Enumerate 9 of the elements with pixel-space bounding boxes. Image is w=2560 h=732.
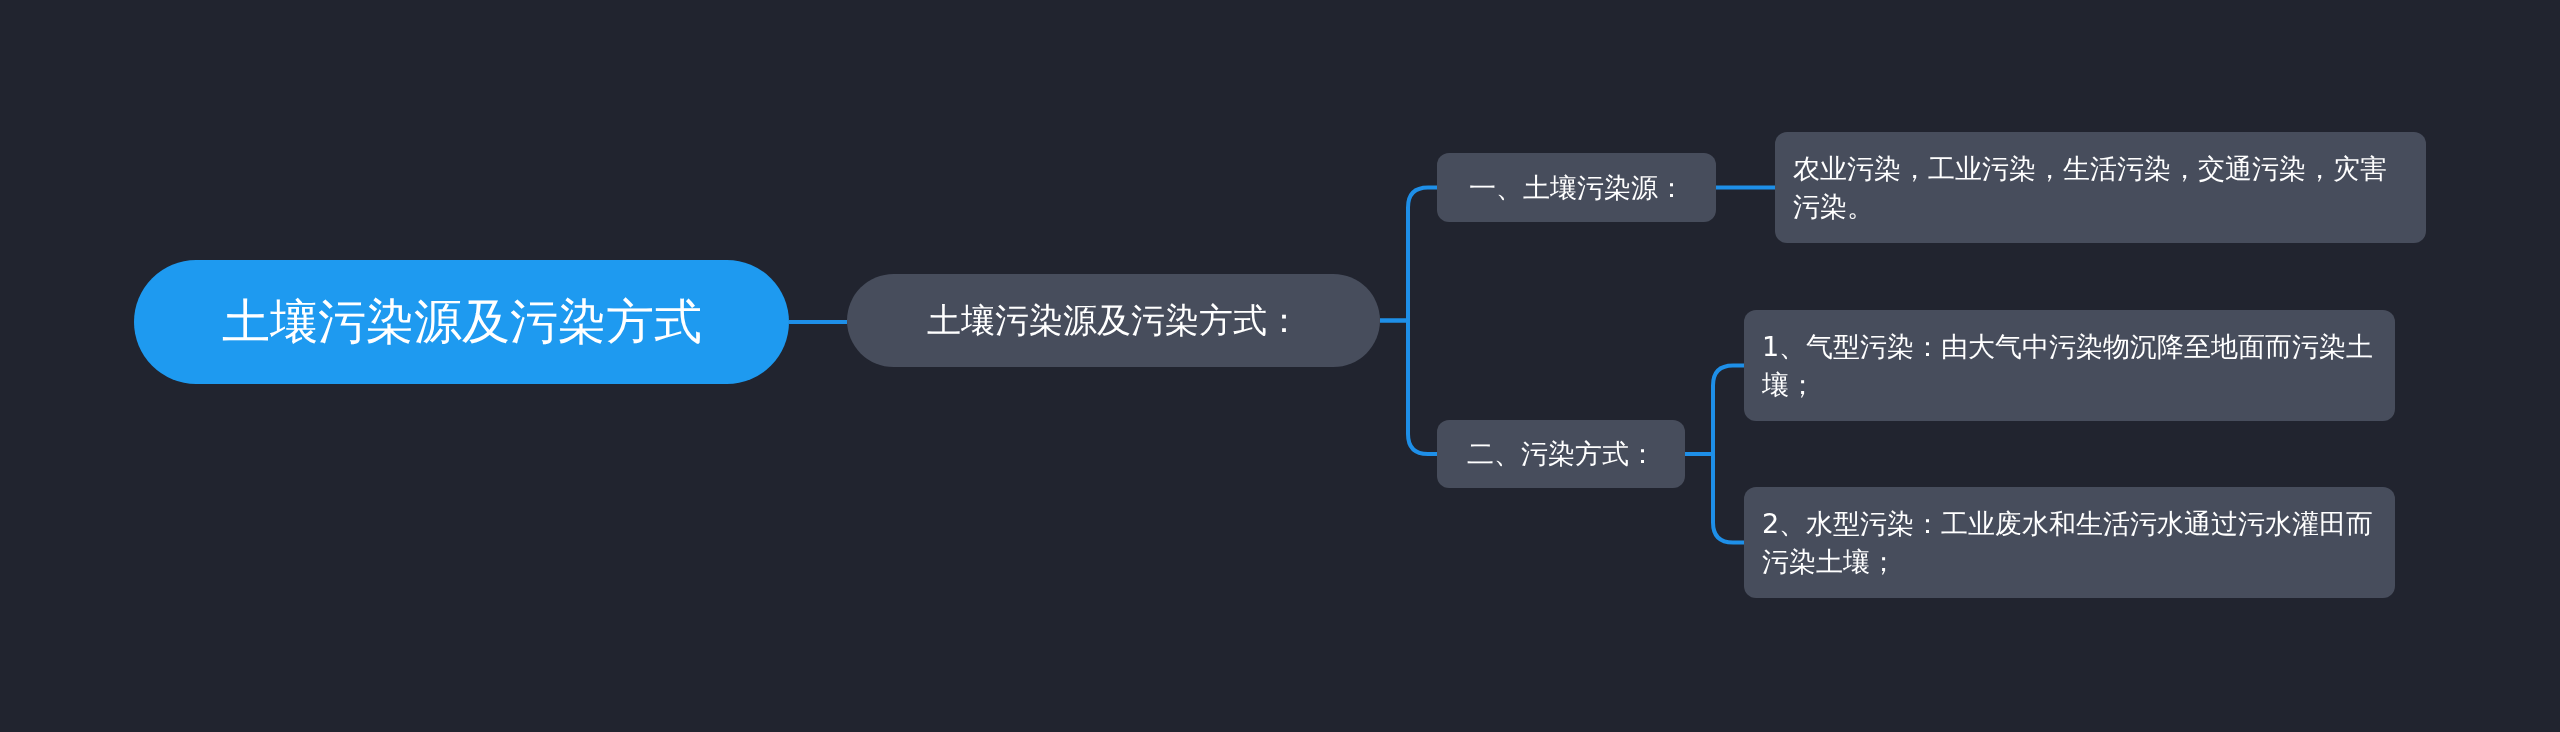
central-topic: 土壤污染源及污染方式: [134, 260, 789, 384]
topic-box: 2、水型污染：工业废水和生活污水通过污水灌田而污染土壤；: [1744, 487, 2395, 598]
topic-box: 土壤污染源及污染方式：: [847, 274, 1380, 367]
topic-box: 一、土壤污染源：: [1437, 153, 1716, 222]
connector-line: [1716, 185, 1775, 190]
connector-line: [789, 320, 847, 324]
topic-box: 二、污染方式：: [1437, 420, 1685, 488]
topic-box: 农业污染，工业污染，生活污染，交通污染，灾害污染。: [1775, 132, 2426, 243]
topic-box: 1、气型污染：由大气中污染物沉降至地面而污染土壤；: [1744, 310, 2395, 421]
